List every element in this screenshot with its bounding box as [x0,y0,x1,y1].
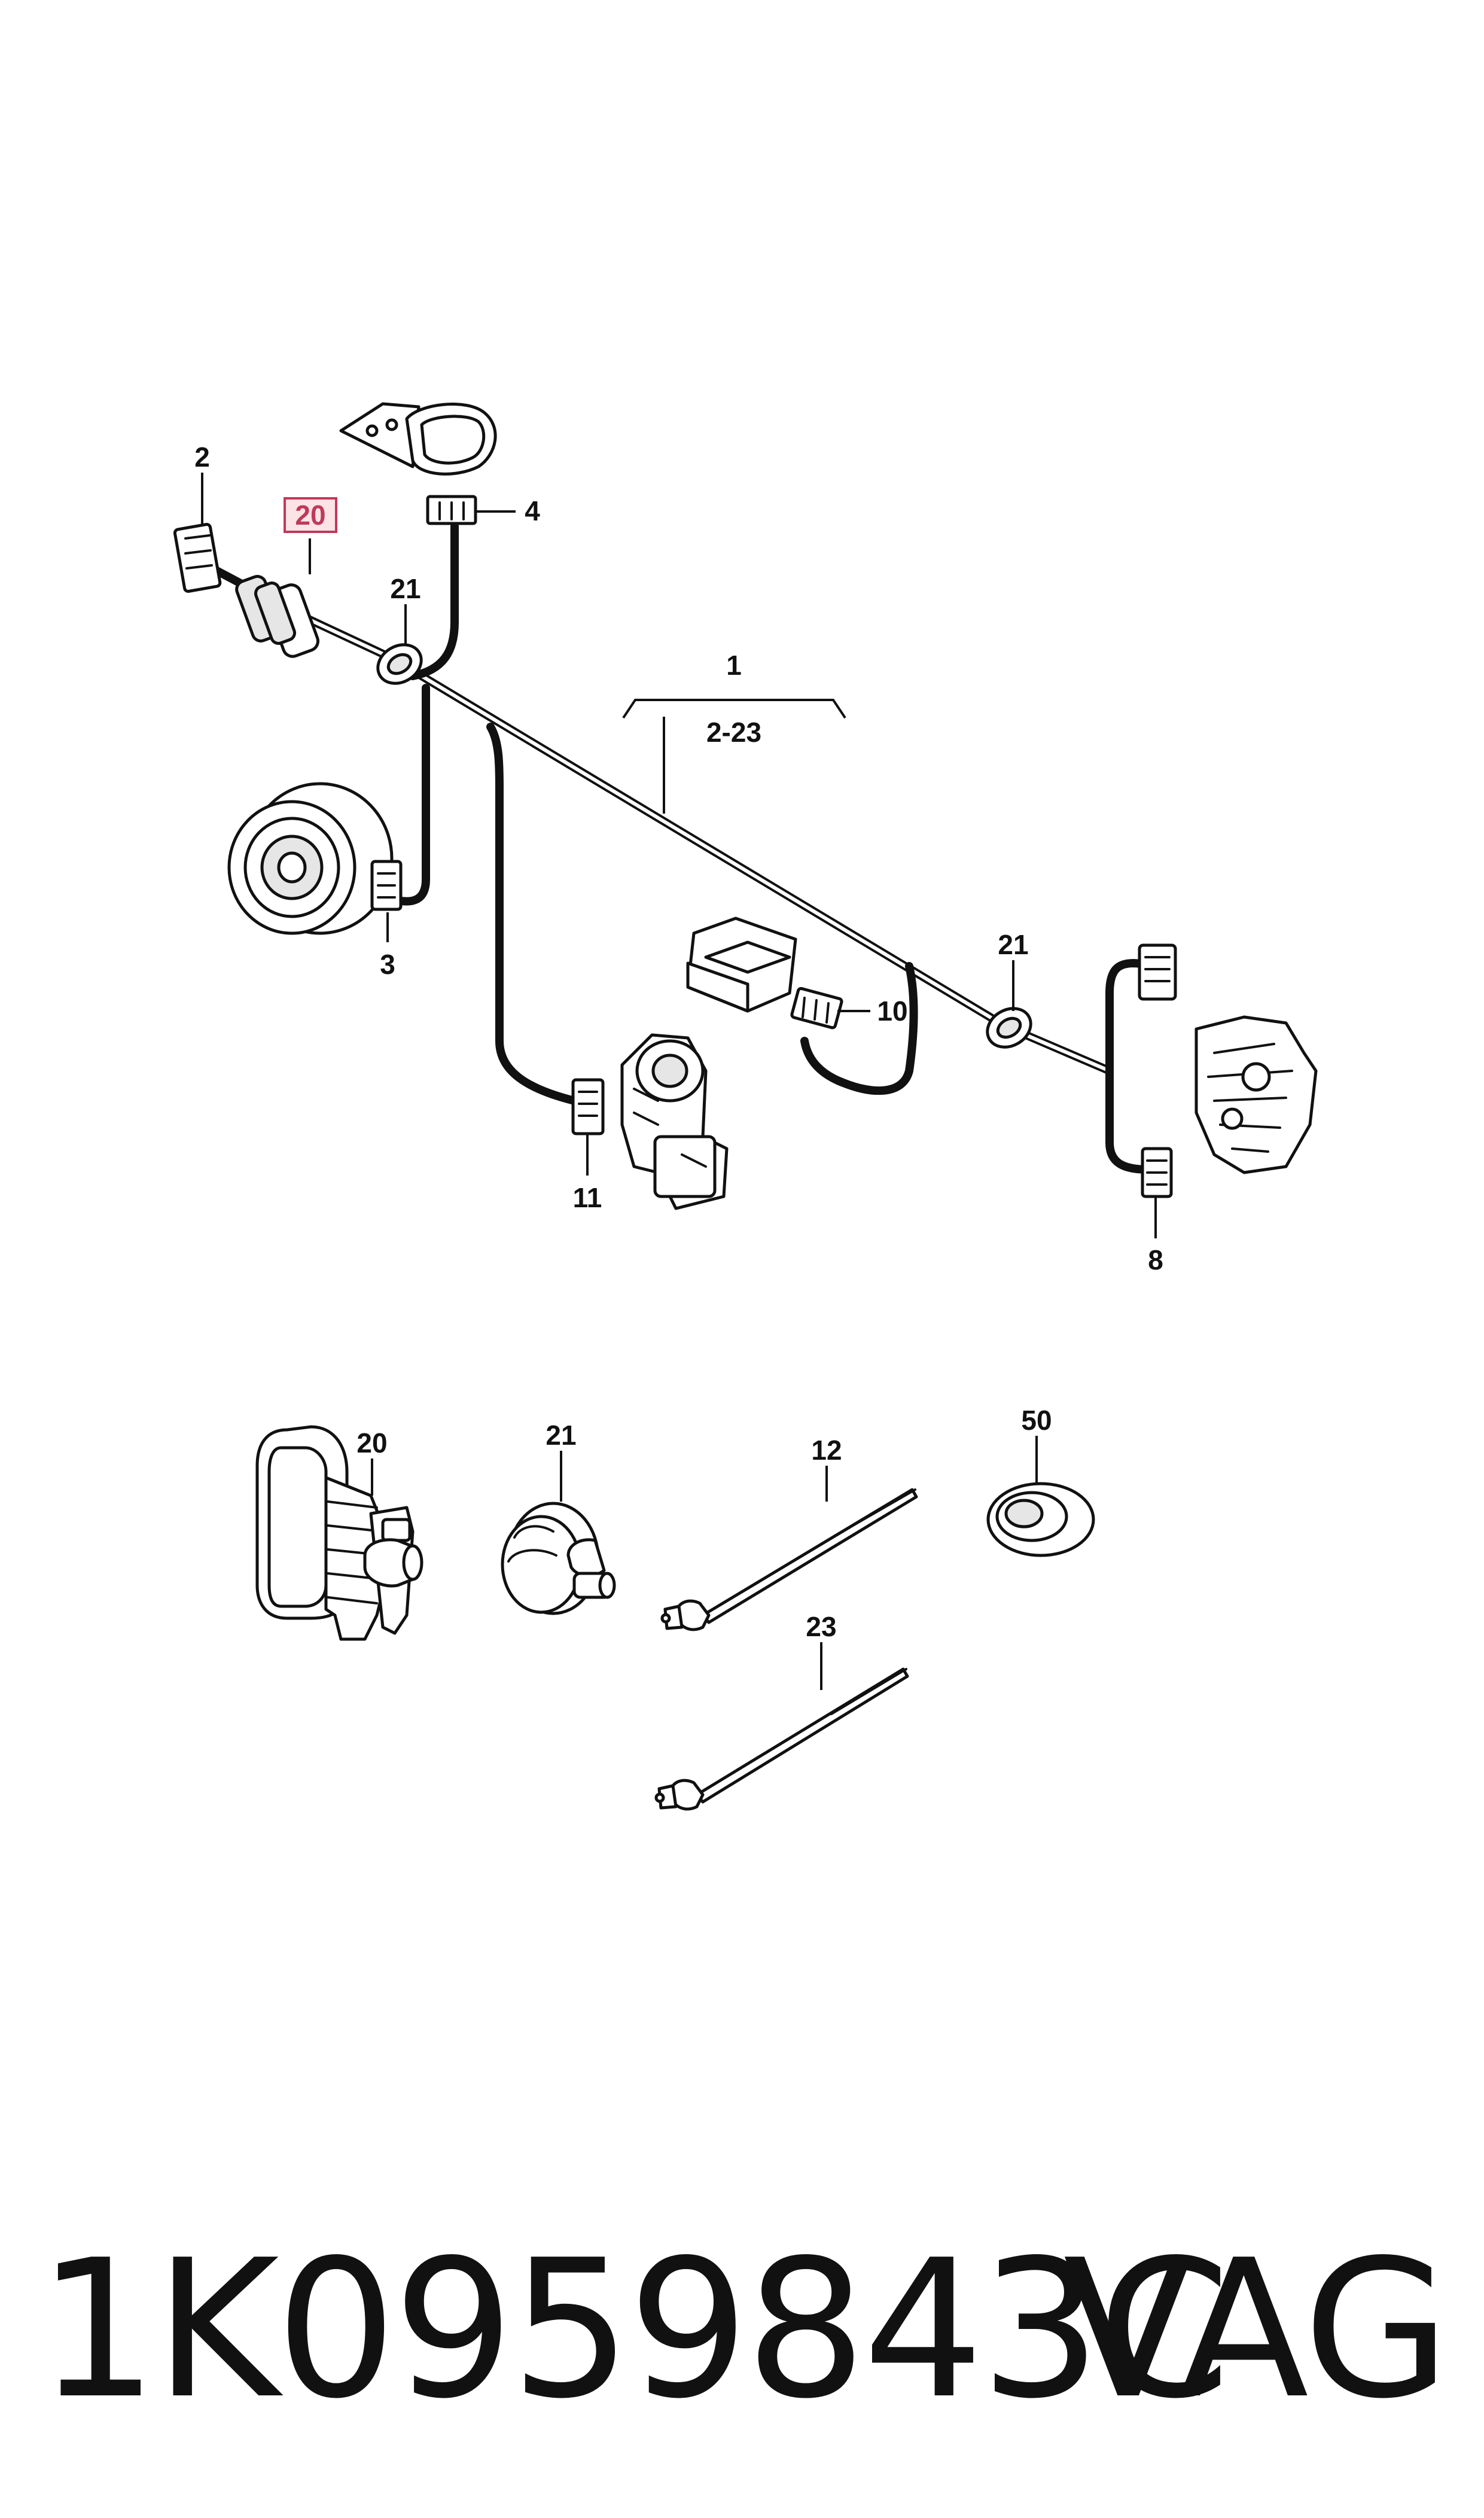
connector-10 [790,987,843,1030]
callout-20-highlight [284,497,337,533]
leader-lines [201,473,1157,1238]
main-harness [208,522,1159,1174]
grommet-21-ring-a [376,643,423,685]
grommet-21-detail [501,1502,616,1615]
connector-top-right [1138,943,1177,1001]
callout-4: 4 [525,495,540,526]
callout-50: 50 [1021,1405,1052,1436]
callout-23: 23 [806,1611,836,1642]
part-number: 1K0959843C [37,2219,1230,2440]
callout-range: 2-23 [706,717,761,748]
callout-8: 8 [1148,1244,1163,1275]
callout-20-top: 20 [295,500,325,531]
connector-2 [173,523,222,593]
mirror-part [339,402,497,476]
window-motor-part [620,1033,729,1210]
callout-21-b: 21 [998,929,1028,960]
callout-2: 2 [194,442,210,473]
callout-main: 1 [726,650,742,681]
callout-12: 12 [811,1435,842,1466]
callout-11: 11 [573,1182,602,1213]
callout-labels-upper: 1 2-23 2 20 4 21 3 10 21 11 8 [194,442,1163,1275]
door-lock-part [1194,1015,1318,1174]
washer-50 [986,1482,1095,1557]
leader-lines-lower [371,1436,1038,1690]
connector-8 [1141,1147,1173,1198]
connector-3 [370,860,403,911]
cable-tie-12 [660,1488,918,1631]
grommet-20-detail [255,1425,423,1641]
window-switch-part [686,917,797,1013]
callout-3: 3 [380,949,395,980]
callout-10: 10 [877,995,907,1027]
callout-21-bottom: 21 [546,1420,576,1451]
connector-4 [426,495,477,525]
speaker-part [227,782,394,935]
brand-name: VAG [1063,2219,1451,2440]
callout-20-bottom: 20 [356,1427,387,1459]
grommet-20-on-harness [235,575,320,658]
callout-21-a: 21 [390,573,420,604]
callout-labels-lower: 20 21 12 50 23 [356,1405,1052,1642]
cable-tie-23 [654,1667,909,1811]
connector-11 [571,1078,605,1135]
grommet-21-ring-b [986,1007,1032,1049]
